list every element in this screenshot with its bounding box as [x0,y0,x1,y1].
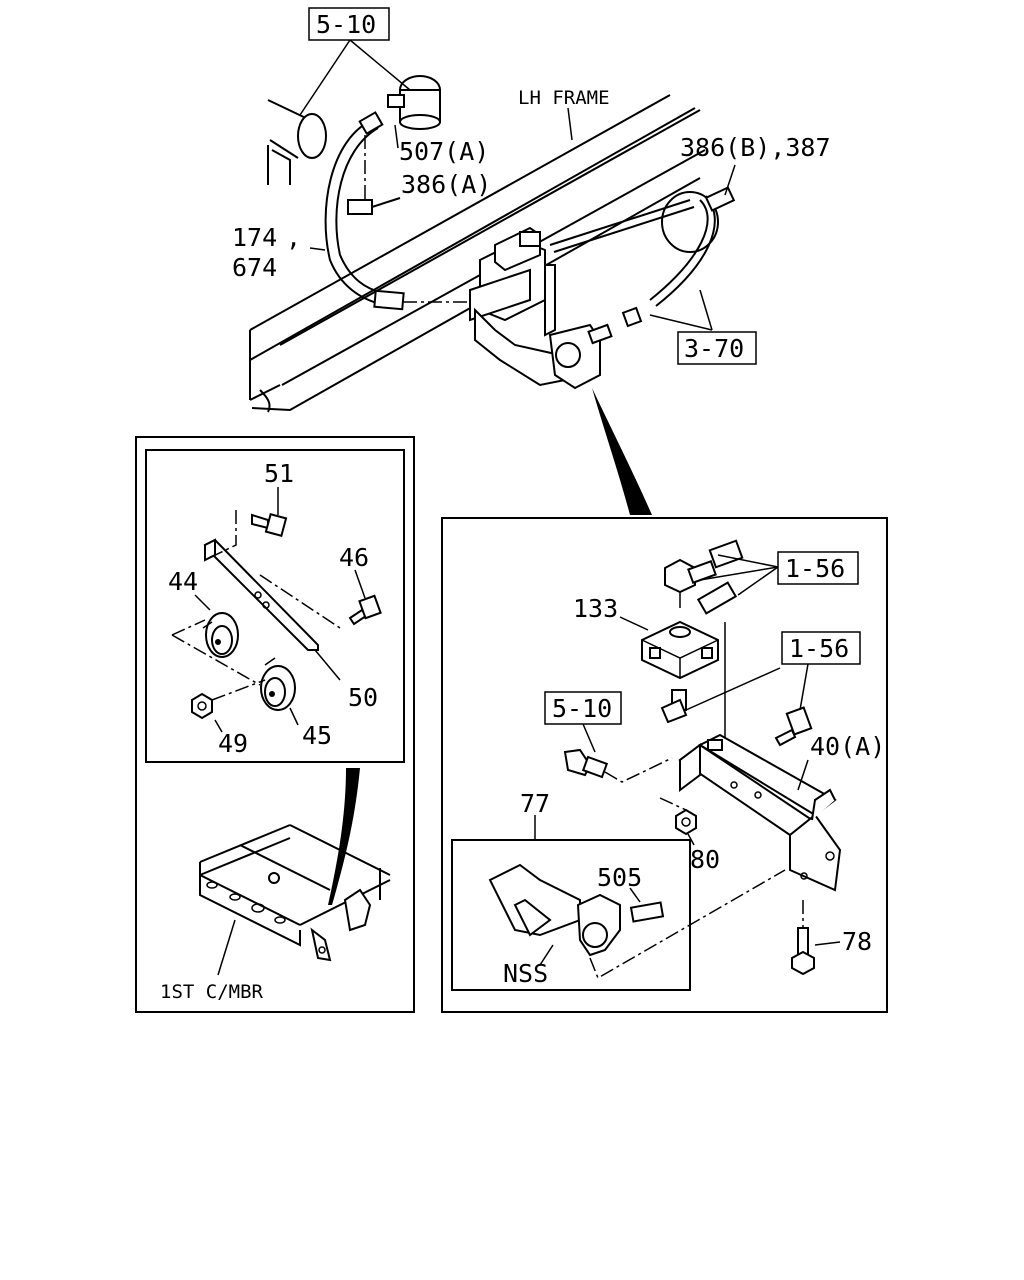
label-50: 50 [348,683,378,712]
label-51: 51 [264,459,294,488]
label-40a: 40(A) [810,732,885,761]
label-174-comma: , [286,223,301,252]
right-detail-box [441,517,888,1013]
frame-assembly [249,75,736,515]
ref-5-10-top: 5-10 [316,10,376,39]
label-674: 674 [232,253,277,282]
label-78: 78 [842,927,872,956]
left-detail-box: 1ST C/MBR [135,436,415,1013]
label-505: 505 [597,863,642,892]
ref-1-56-mid: 1-56 [789,634,849,663]
label-46: 46 [339,543,369,572]
ref-1-56-top: 1-56 [785,554,845,583]
label-386b-387: 386(B),387 [680,133,831,162]
left-labels: 51 46 44 50 49 45 [168,459,378,758]
label-44: 44 [168,567,198,596]
label-49: 49 [218,729,248,758]
label-lh-frame: LH FRAME [518,87,610,109]
top-leaders [299,39,736,331]
label-45: 45 [302,721,332,750]
label-386a: 386(A) [401,170,491,199]
right-labels: 1-56 133 1-56 5-10 40(A) 77 80 505 NSS 7… [503,551,885,988]
label-1st-cmbr: 1ST C/MBR [160,981,264,1003]
label-174: 174 [232,223,277,252]
label-80: 80 [690,845,720,874]
label-nss: NSS [503,959,548,988]
label-133: 133 [573,594,618,623]
ref-3-70: 3-70 [684,334,744,363]
label-507a: 507(A) [399,137,489,166]
top-labels: 5-10 LH FRAME 507(A) 386(A) 386(B),387 1… [232,7,831,365]
label-77: 77 [520,789,550,818]
ref-5-10-detail: 5-10 [552,694,612,723]
valve-block [469,226,643,390]
